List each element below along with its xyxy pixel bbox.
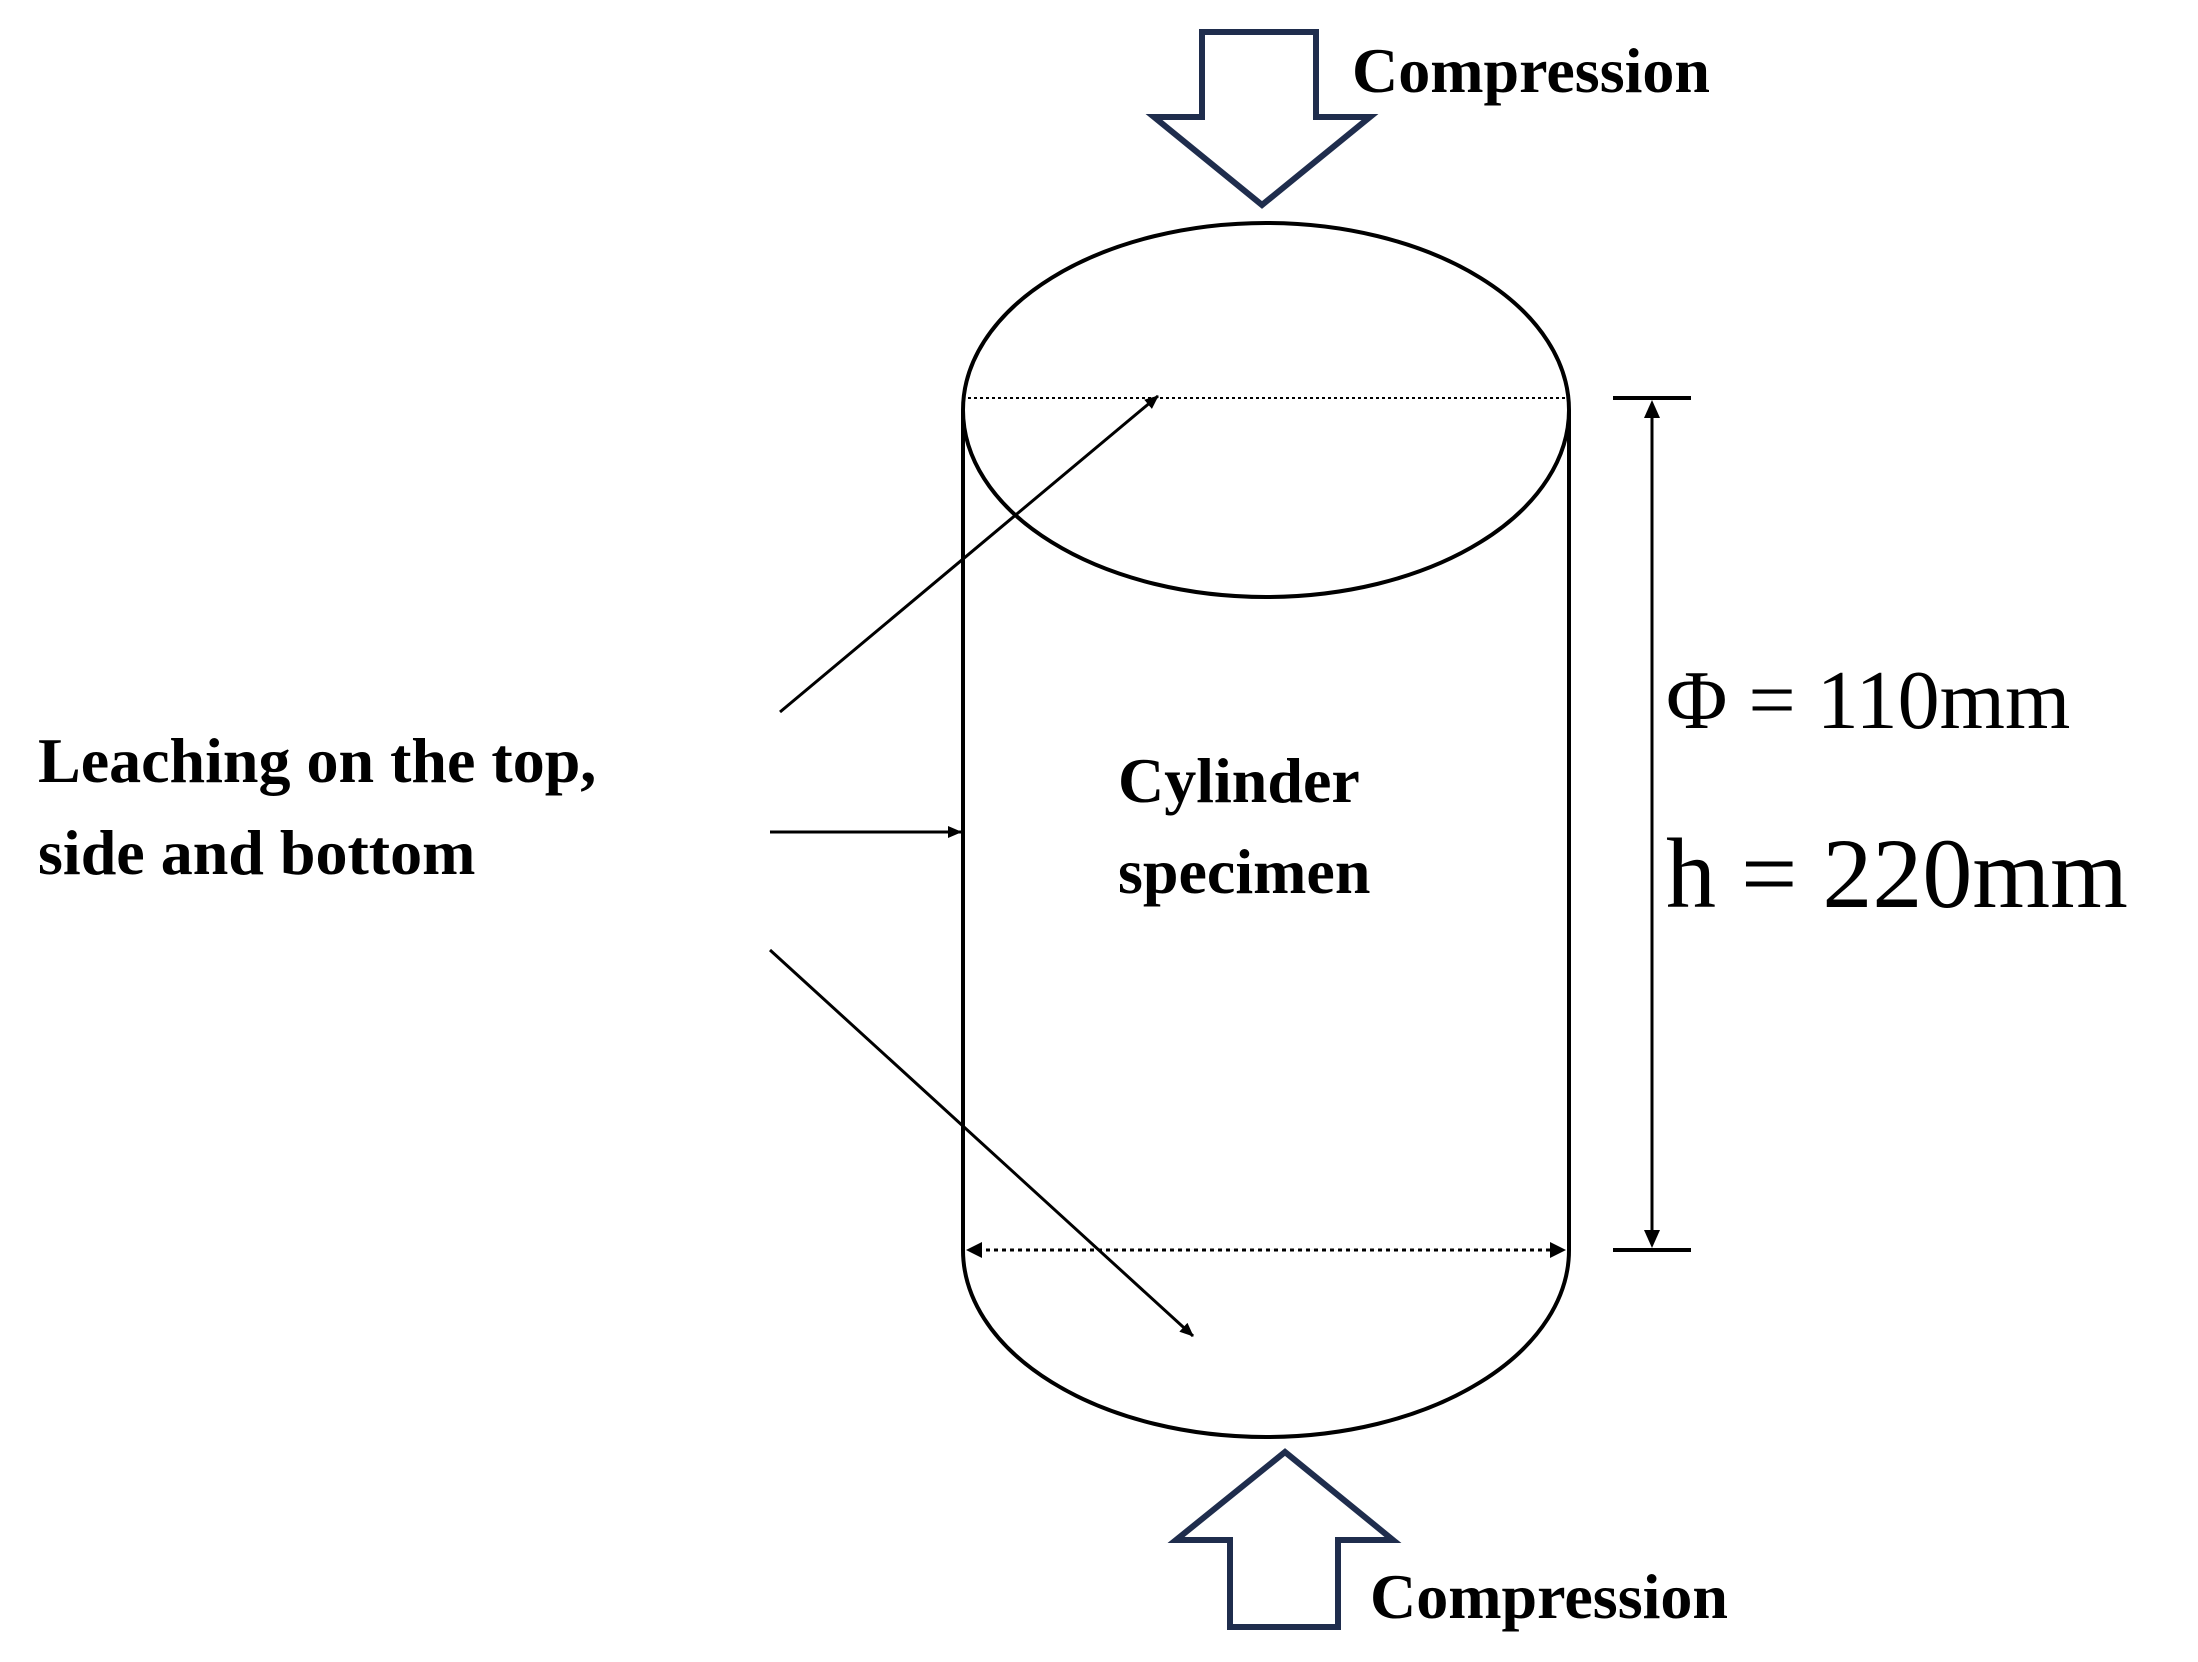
height-dimension — [1613, 396, 1691, 1252]
height-label: h = 220mm — [1666, 818, 2128, 929]
leaching-arrow-top — [779, 394, 1159, 714]
compression-arrow-top — [1145, 29, 1379, 209]
leaching-label-line1: Leaching on the top, — [38, 725, 596, 796]
cylinder-bottom-arc — [961, 1249, 1571, 1439]
cylinder-top-front-arc — [961, 409, 1571, 599]
specimen-label-line1: Cylinder — [1118, 745, 1360, 816]
cylinder-top-back-arc — [961, 221, 1571, 411]
specimen-label-line2: specimen — [1118, 836, 1370, 907]
compression-arrow-bottom — [1167, 1448, 1402, 1630]
bottom-diameter-arrowhead-left — [966, 1242, 982, 1258]
height-arrowhead-bottom — [1644, 1230, 1660, 1248]
diameter-label: Φ = 110mm — [1666, 654, 2070, 747]
bottom-diameter-arrowhead-right — [1550, 1242, 1566, 1258]
compression-label-top: Compression — [1352, 35, 1710, 106]
compression-label-bottom: Compression — [1370, 1561, 1728, 1632]
cylinder-specimen — [961, 221, 1571, 1439]
height-arrowhead-top — [1644, 400, 1660, 418]
leaching-label-line2: side and bottom — [38, 817, 475, 888]
leaching-arrow-bottom — [768, 948, 1195, 1338]
